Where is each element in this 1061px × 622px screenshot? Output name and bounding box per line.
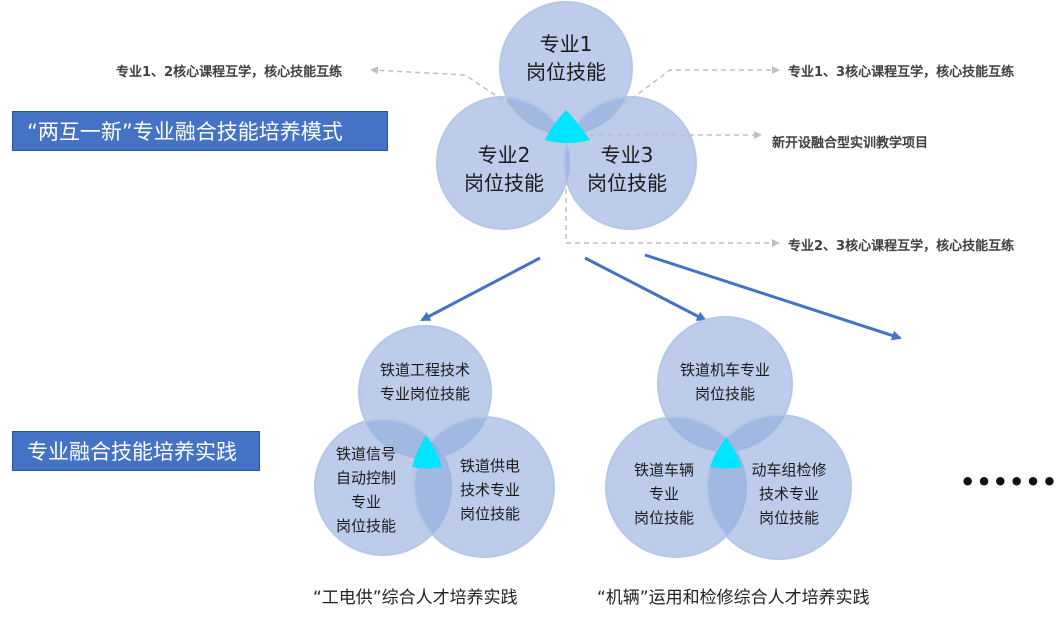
top-venn-text-2-line1: 专业2 [477, 143, 531, 167]
venn-b-text-right: 动车组检修 技术专业 岗位技能 [742, 458, 836, 530]
venn-a-text-top-line1: 铁道工程技术 [379, 361, 470, 379]
venn-b-text-top-line1: 铁道机车专业 [679, 361, 770, 379]
connector-right-bottom [565, 180, 780, 247]
venn-b-text-top-line2: 岗位技能 [694, 385, 755, 403]
connector-left [370, 66, 526, 116]
venn-b-text-top: 铁道机车专业 岗位技能 [665, 358, 785, 406]
venn-a-text-left-line3: 专业 [350, 493, 381, 511]
top-venn-text-2-line2: 岗位技能 [464, 171, 544, 195]
venn-a-text-right-line3: 岗位技能 [459, 505, 520, 523]
venn-a-text-left-line2: 自动控制 [335, 469, 396, 487]
venn-a-center-overlap [412, 435, 442, 469]
venn-a-text-right-line1: 铁道供电 [459, 457, 520, 475]
top-venn-text-3: 专业3 岗位技能 [567, 141, 687, 197]
venn-b-text-right-line2: 技术专业 [758, 485, 819, 503]
venn-a [314, 325, 555, 558]
top-venn-text-1: 专业1 岗位技能 [506, 30, 626, 86]
top-venn-center-overlap [545, 110, 590, 143]
connector-right-top [609, 66, 780, 116]
venn-b-center-overlap [710, 437, 742, 469]
venn-b-text-right-line1: 动车组检修 [751, 461, 827, 479]
venn-a-text-left: 铁道信号 自动控制 专业 岗位技能 [324, 442, 408, 538]
arrow-to-venn-b [584, 256, 707, 322]
top-venn-text-1-line1: 专业1 [539, 32, 593, 56]
branch-arrows [420, 253, 902, 341]
venn-a-text-left-line4: 岗位技能 [335, 517, 396, 535]
top-venn-text-2: 专业2 岗位技能 [444, 141, 564, 197]
venn-a-text-top: 铁道工程技术 专业岗位技能 [365, 358, 485, 406]
top-venn-text-3-line2: 岗位技能 [587, 171, 667, 195]
venn-b-circle-right [706, 414, 852, 560]
arrow-to-more [644, 253, 902, 341]
annotation-left: 专业1、2核心课程互学，核心技能互练 [116, 65, 343, 80]
top-venn-text-3-line1: 专业3 [600, 143, 654, 167]
practice-label: 专业融合技能培养实践 [12, 431, 260, 471]
top-venn-text-1-line2: 岗位技能 [526, 60, 606, 84]
venn-b-text-right-line3: 岗位技能 [758, 509, 819, 527]
annotation-right-bottom: 专业2、3核心课程互学，核心技能互练 [788, 239, 1015, 254]
venn-b [605, 316, 852, 560]
venn-b-text-left-line1: 铁道车辆 [633, 461, 694, 479]
venn-a-circle-right [413, 416, 555, 558]
annotation-connectors [370, 66, 780, 247]
venn-a-text-right-line2: 技术专业 [459, 481, 520, 499]
venn-a-text-left-line1: 铁道信号 [335, 445, 396, 463]
venn-b-text-left: 铁道车辆 专业 岗位技能 [622, 458, 706, 530]
top-venn-circle-3 [563, 96, 697, 230]
annotation-right-middle: 新开设融合型实训教学项目 [772, 136, 929, 151]
mode-label: “两互一新”专业融合技能培养模式 [12, 111, 388, 151]
venn-a-caption: “工电供”综合人才培养实践 [313, 588, 518, 608]
annotation-right-top: 专业1、3核心课程互学，核心技能互练 [788, 65, 1015, 80]
top-venn [436, 1, 697, 230]
venn-a-text-top-line2: 专业岗位技能 [379, 385, 470, 403]
venn-b-text-left-line3: 岗位技能 [633, 509, 694, 527]
venn-b-caption: “机辆”运用和检修综合人才培养实践 [597, 588, 870, 608]
more-ellipsis: •••••• [960, 468, 1059, 496]
venn-a-text-right: 铁道供电 技术专业 岗位技能 [448, 454, 532, 526]
venn-b-text-left-line2: 专业 [648, 485, 679, 503]
arrow-to-venn-a [420, 256, 541, 322]
